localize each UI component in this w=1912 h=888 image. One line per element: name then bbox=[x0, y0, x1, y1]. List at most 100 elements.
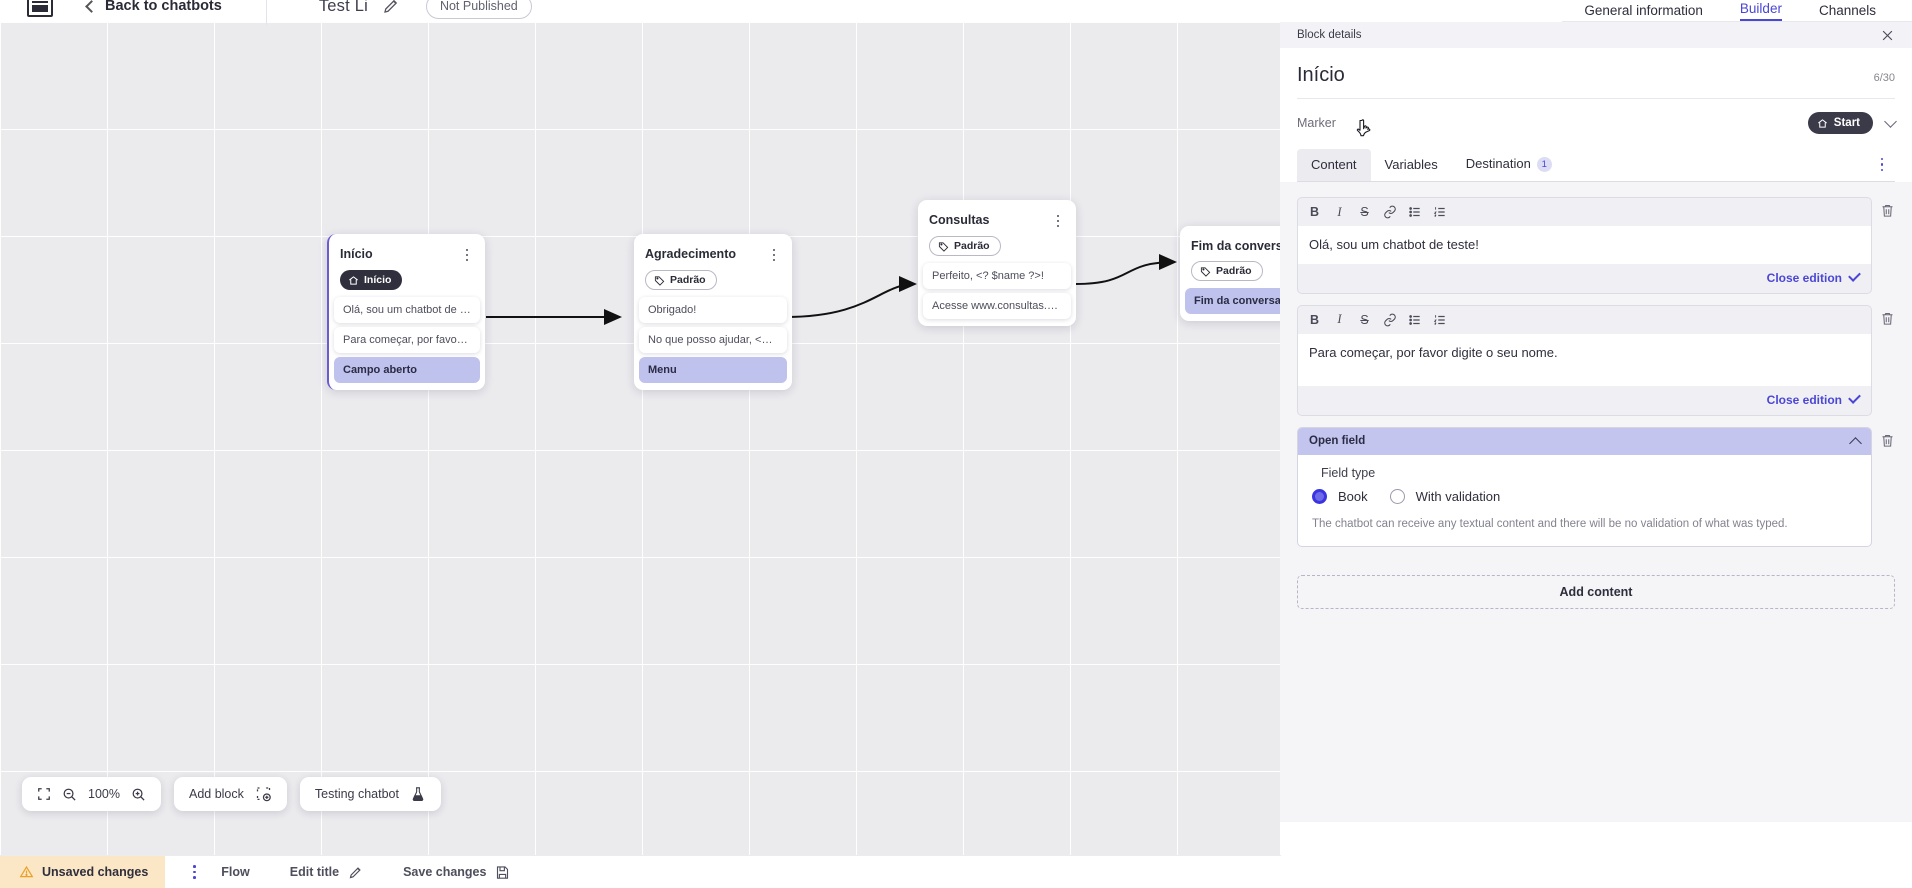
warning-triangle-icon bbox=[19, 865, 34, 878]
zoom-level-value: 100% bbox=[88, 787, 120, 801]
node-tag-badge[interactable]: Padrão bbox=[1191, 261, 1263, 281]
node-tag-badge[interactable]: Padrão bbox=[929, 236, 1001, 256]
rich-text-editor[interactable]: B I S bbox=[1297, 304, 1872, 416]
chevron-up-icon[interactable] bbox=[1849, 436, 1862, 450]
marker-row: Marker Start bbox=[1297, 99, 1897, 146]
content-area: B I S bbox=[1280, 182, 1912, 823]
edit-title-label: Edit title bbox=[289, 865, 340, 879]
bulleted-list-icon[interactable] bbox=[1402, 309, 1427, 331]
flow-node-consultas[interactable]: Consultas Padrão Perfeito, <? $name ?>! … bbox=[918, 200, 1076, 326]
numbered-list-icon[interactable] bbox=[1427, 201, 1452, 223]
block-details-subheader: Block details bbox=[1280, 22, 1912, 48]
content-tabs-menu-button[interactable] bbox=[1875, 157, 1889, 173]
add-content-button[interactable]: Add content bbox=[1297, 575, 1895, 610]
rich-text-editor[interactable]: B I S bbox=[1297, 197, 1872, 294]
node-row[interactable]: Campo aberto bbox=[334, 356, 480, 383]
node-menu-button[interactable] bbox=[1051, 213, 1065, 229]
app-logo-icon[interactable] bbox=[27, 0, 53, 17]
node-row[interactable]: Perfeito, <? $name ?>! bbox=[923, 262, 1071, 289]
content-block-text-1: B I S bbox=[1280, 197, 1912, 305]
link-icon[interactable] bbox=[1377, 201, 1402, 223]
status-bar-menu-button[interactable] bbox=[187, 864, 201, 880]
flow-button[interactable]: Flow bbox=[221, 865, 249, 879]
fullscreen-icon[interactable] bbox=[37, 787, 51, 801]
bold-icon[interactable]: B bbox=[1309, 312, 1320, 327]
node-row[interactable]: Acesse www.consultas.com par... bbox=[923, 292, 1071, 319]
node-row-list: Perfeito, <? $name ?>! Acesse www.consul… bbox=[918, 261, 1076, 319]
link-icon[interactable] bbox=[1377, 309, 1402, 331]
flow-node-inicio[interactable]: Início Início Olá, sou um chatbot de tes… bbox=[327, 234, 485, 390]
back-to-chatbots-button[interactable]: Back to chatbots bbox=[85, 0, 222, 14]
pencil-icon[interactable] bbox=[382, 0, 400, 15]
bulleted-list-icon[interactable] bbox=[1402, 201, 1427, 223]
marker-value: Start bbox=[1833, 117, 1860, 129]
flow-node-agradecimento[interactable]: Agradecimento Padrão Obrigado! No que po… bbox=[634, 234, 792, 390]
editor-text[interactable]: Olá, sou um chatbot de teste! bbox=[1298, 226, 1871, 264]
node-row[interactable]: Para começar, por favor digite o ... bbox=[334, 326, 480, 353]
tab-general-information[interactable]: General information bbox=[1584, 3, 1703, 18]
content-block-open-field: Open field Field type Book With validati… bbox=[1280, 426, 1912, 559]
radio-book-label: Book bbox=[1338, 488, 1368, 504]
open-field-description: The chatbot can receive any textual cont… bbox=[1312, 517, 1788, 530]
node-header: Fim da conversa bbox=[1180, 226, 1281, 254]
italic-icon[interactable]: I bbox=[1337, 312, 1342, 327]
node-menu-button[interactable] bbox=[767, 247, 781, 263]
editor-text[interactable]: Para começar, por favor digite o seu nom… bbox=[1298, 333, 1871, 386]
edit-title-button[interactable]: Edit title bbox=[290, 865, 363, 880]
add-block-button[interactable]: Add block bbox=[173, 777, 287, 811]
italic-icon[interactable]: I bbox=[1337, 204, 1342, 219]
flow-label: Flow bbox=[221, 865, 250, 879]
numbered-list-icon[interactable] bbox=[1427, 309, 1452, 331]
strikethrough-icon[interactable]: S bbox=[1360, 205, 1369, 220]
node-row[interactable]: Menu bbox=[639, 356, 787, 383]
check-icon bbox=[1848, 391, 1861, 404]
testing-chatbot-label: Testing chatbot bbox=[314, 787, 399, 801]
delete-icon[interactable] bbox=[1880, 202, 1895, 219]
close-edition-button[interactable]: Close edition bbox=[1298, 264, 1871, 293]
node-tag-label: Início bbox=[364, 274, 392, 286]
close-icon[interactable] bbox=[1880, 28, 1895, 43]
save-changes-button[interactable]: Save changes bbox=[403, 865, 510, 880]
open-field-body: Field type Book With validation The chat… bbox=[1298, 455, 1871, 547]
char-count: 6/30 bbox=[1873, 72, 1895, 84]
marker-start-badge[interactable]: Start bbox=[1807, 112, 1873, 134]
panel-top-tabs: General information Builder Channels bbox=[1280, 0, 1912, 22]
strikethrough-icon[interactable]: S bbox=[1360, 312, 1369, 327]
bold-icon[interactable]: B bbox=[1309, 205, 1320, 220]
radio-book[interactable] bbox=[1312, 488, 1327, 504]
flow-canvas[interactable]: Início Início Olá, sou um chatbot de tes… bbox=[0, 22, 1281, 855]
node-tag-badge[interactable]: Início bbox=[340, 270, 403, 290]
testing-chatbot-button[interactable]: Testing chatbot bbox=[299, 777, 441, 811]
node-header: Consultas bbox=[918, 200, 1076, 229]
radio-with-validation[interactable] bbox=[1389, 488, 1405, 504]
status-bar: Unsaved changes Flow Edit title Save cha… bbox=[0, 855, 1281, 888]
block-details-label: Block details bbox=[1297, 29, 1362, 41]
node-row[interactable]: Obrigado! bbox=[639, 296, 787, 323]
chevron-down-icon[interactable] bbox=[1884, 114, 1897, 128]
tab-channels[interactable]: Channels bbox=[1818, 3, 1876, 18]
node-menu-button[interactable] bbox=[460, 247, 474, 263]
zoom-in-icon[interactable] bbox=[131, 787, 146, 802]
node-title: Início bbox=[340, 247, 373, 261]
panel-body: Início 6/30 Marker Start Content V bbox=[1280, 48, 1912, 183]
open-field-header[interactable]: Open field bbox=[1298, 427, 1871, 455]
delete-icon[interactable] bbox=[1880, 432, 1895, 449]
close-edition-button[interactable]: Close edition bbox=[1298, 386, 1871, 415]
node-title: Agradecimento bbox=[645, 247, 736, 261]
back-to-chatbots-label: Back to chatbots bbox=[105, 0, 222, 14]
tab-builder[interactable]: Builder bbox=[1739, 1, 1782, 21]
node-tag-badge[interactable]: Padrão bbox=[645, 270, 717, 290]
delete-icon[interactable] bbox=[1880, 310, 1895, 327]
node-tag-row: Padrão bbox=[918, 229, 1076, 261]
node-row[interactable]: Fim da conversa bbox=[1185, 287, 1281, 314]
zoom-out-icon[interactable] bbox=[62, 787, 77, 802]
flow-node-fim-da-conversa[interactable]: Fim da conversa Padrão Fim da conversa bbox=[1180, 226, 1281, 321]
node-row[interactable]: Olá, sou um chatbot de teste! bbox=[334, 296, 480, 323]
tab-variables[interactable]: Variables bbox=[1384, 156, 1438, 172]
marker-label: Marker bbox=[1297, 116, 1336, 130]
node-row[interactable]: No que posso ajudar, <? $name ... bbox=[639, 326, 787, 353]
tab-content[interactable]: Content bbox=[1297, 148, 1371, 181]
close-edition-label: Close edition bbox=[1766, 270, 1842, 285]
